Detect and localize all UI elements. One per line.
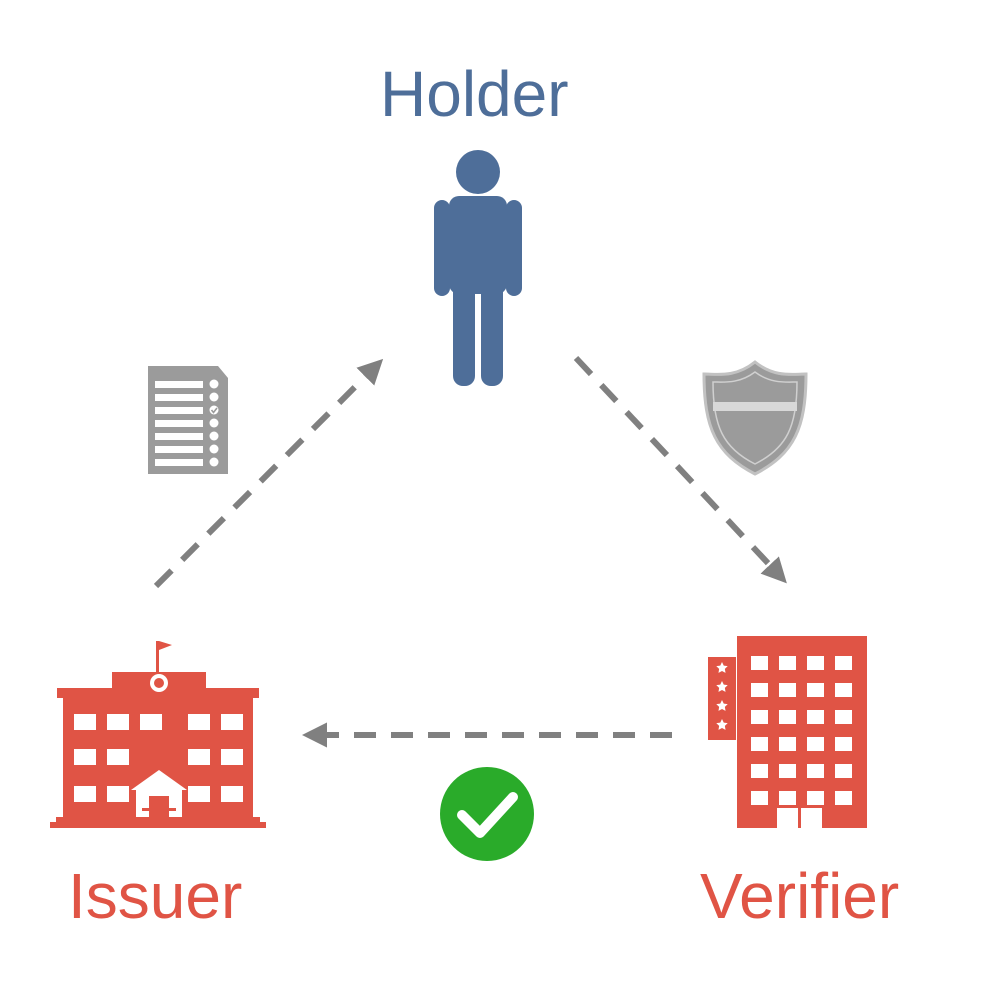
school-building-icon [50,641,266,828]
holder-label: Holder [380,58,569,130]
credential-document-icon [148,366,228,474]
arrow-holder-to-verifier [573,355,787,584]
issuer-label: Issuer [68,860,243,932]
person-icon [434,150,522,386]
verifier-label: Verifier [700,860,900,932]
check-circle-icon [440,767,534,861]
hotel-star-icons [716,662,728,730]
badge-shield-icon [702,360,808,476]
hotel-building-icon [708,636,867,828]
arrow-issuer-to-holder [153,358,384,589]
